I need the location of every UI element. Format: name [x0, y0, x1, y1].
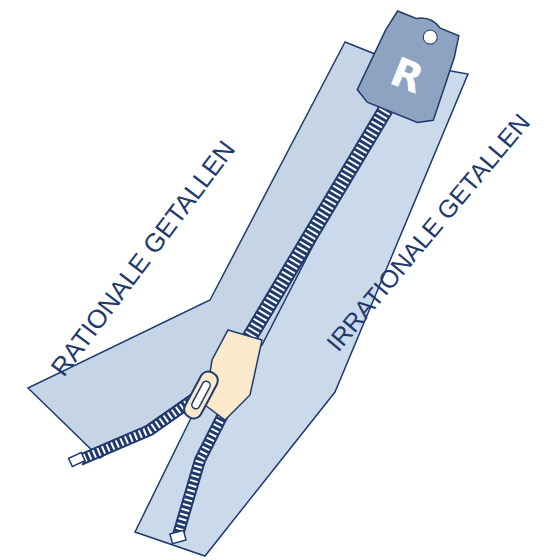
zipper-stop — [170, 530, 186, 543]
zipper-stop — [69, 453, 85, 467]
zipper-pull-hole — [190, 380, 211, 410]
zipper-tape — [28, 42, 405, 458]
zipper-pull — [181, 369, 220, 422]
